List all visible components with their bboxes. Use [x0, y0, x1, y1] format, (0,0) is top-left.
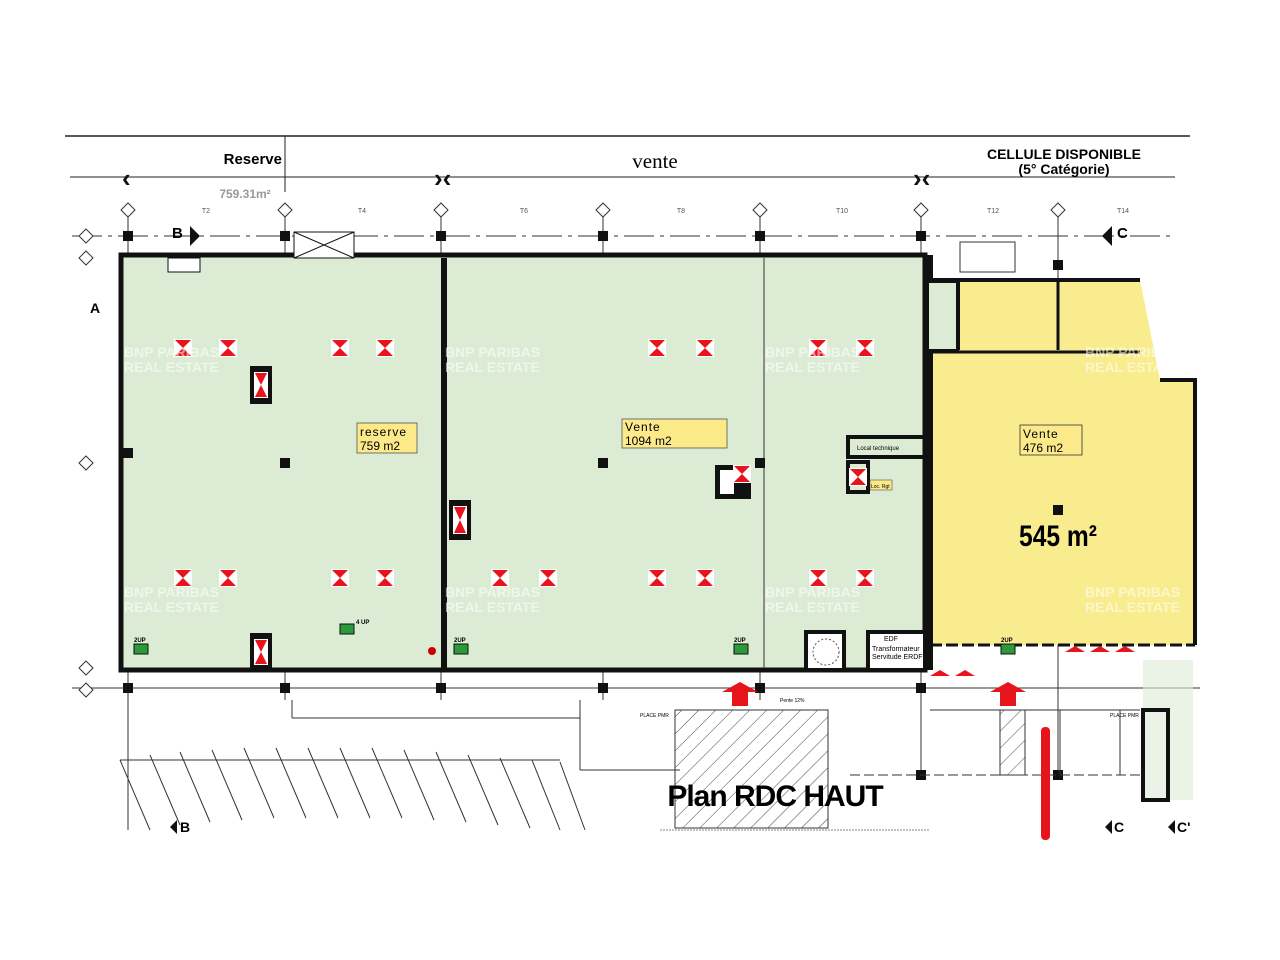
exit-label: 2UP — [734, 638, 746, 644]
section-mark-c: C — [1117, 225, 1128, 242]
transformer-sub-label: Servitude ERDF — [872, 654, 923, 661]
cellule-subtitle: (5° Catégorie) — [1018, 161, 1109, 177]
svg-text:›‹: ›‹ — [913, 163, 930, 193]
vente-main-name: Vente — [625, 420, 661, 434]
room-labels: reserve 759 m2 Vente 1094 m2 Vente 476 m… — [356, 418, 1097, 553]
pmr-place-label: PLACE PMR — [640, 713, 669, 719]
axis-label: T2 — [202, 208, 210, 215]
smoke-vent-icons — [174, 339, 1135, 676]
watermark-line: BNP PARIBAS — [1085, 344, 1180, 360]
axis-label: T12 — [987, 208, 999, 215]
section-mark-a: A — [90, 300, 100, 316]
axis-label: T6 — [520, 208, 528, 215]
watermark-line: BNP PARIBAS — [765, 344, 860, 360]
bottom-section-marks: B C C' — [170, 819, 1190, 835]
header: Reserve 759.31m² vente CELLULE DISPONIBL… — [65, 135, 1190, 201]
erdf-label: EDF — [884, 636, 898, 643]
reserve-room-area: 759 m2 — [360, 439, 400, 453]
section-mark-b: B — [172, 225, 183, 242]
cellule-title: CELLULE DISPONIBLE — [987, 146, 1141, 162]
watermark-line: REAL ESTATE — [1085, 599, 1180, 615]
svg-text:›‹: ›‹ — [434, 163, 451, 193]
section-mark-c-prime: C' — [1177, 819, 1190, 835]
exit-label: 4 UP — [356, 620, 369, 626]
exit-label: 2UP — [454, 638, 466, 644]
section-mark-c-bottom: C — [1114, 819, 1124, 835]
technical-rooms: Local technique Loc. Rgt EDF Transformat… — [804, 435, 928, 672]
vente-main-area: 1094 m2 — [625, 434, 672, 448]
watermark-line: BNP PARIBAS — [124, 344, 219, 360]
exit-label: 2UP — [134, 638, 146, 644]
cell-total-area: 545 m² — [1019, 519, 1097, 553]
watermark-line: BNP PARIBAS — [1085, 584, 1180, 600]
vente-title: vente — [632, 149, 677, 173]
dimension-arrow-icon: ‹ ›‹ ›‹ — [122, 163, 930, 193]
emergency-exits: 2UP 4 UP 2UP 2UP 2UP — [133, 620, 1016, 655]
loc-rgt-label: Loc. Rgt — [871, 484, 890, 490]
plan-title: Plan RDC HAUT — [667, 780, 883, 813]
axis-label: T10 — [836, 208, 848, 215]
entrance-arrows — [722, 682, 1050, 840]
watermark-line: REAL ESTATE — [124, 359, 219, 375]
entrance-arrow-icon — [990, 682, 1026, 706]
axis-label: T4 — [358, 208, 366, 215]
section-mark-b-bottom: B — [180, 819, 190, 835]
exit-label: 2UP — [1001, 638, 1013, 644]
watermark-line: REAL ESTATE — [765, 359, 860, 375]
watermark-line: REAL ESTATE — [124, 599, 219, 615]
watermark-line: REAL ESTATE — [765, 599, 860, 615]
reserve-title: Reserve — [224, 151, 282, 168]
watermark-line: REAL ESTATE — [1085, 359, 1180, 375]
vente-cell-name: Vente — [1023, 427, 1059, 441]
access-marker — [1041, 727, 1050, 840]
entrance-arrow-icon — [722, 682, 758, 706]
watermark-line: REAL ESTATE — [445, 599, 540, 615]
watermark-line: BNP PARIBAS — [445, 344, 540, 360]
watermark-line: REAL ESTATE — [445, 359, 540, 375]
vente-cell-area: 476 m2 — [1023, 441, 1063, 455]
reserve-room-name: reserve — [360, 425, 407, 439]
axis-label: T14 — [1117, 208, 1129, 215]
watermark-line: BNP PARIBAS — [765, 584, 860, 600]
reserve-area: 759.31m² — [219, 187, 270, 201]
watermark-line: BNP PARIBAS — [124, 584, 219, 600]
pmr-place-label: PLACE PMR — [1110, 713, 1139, 719]
watermark-line: BNP PARIBAS — [445, 584, 540, 600]
green-zone — [118, 231, 928, 673]
local-technique-label: Local technique — [857, 446, 900, 452]
ramp-label: Pente 12% — [780, 698, 805, 704]
svg-text:‹: ‹ — [122, 163, 131, 193]
available-cell-zone — [927, 241, 1197, 670]
transformer-label: Transformateur — [872, 646, 920, 653]
parking-area: PLACE PMR PLACE PMR Pente 12% — [119, 660, 1193, 831]
axis-label: T8 — [677, 208, 685, 215]
